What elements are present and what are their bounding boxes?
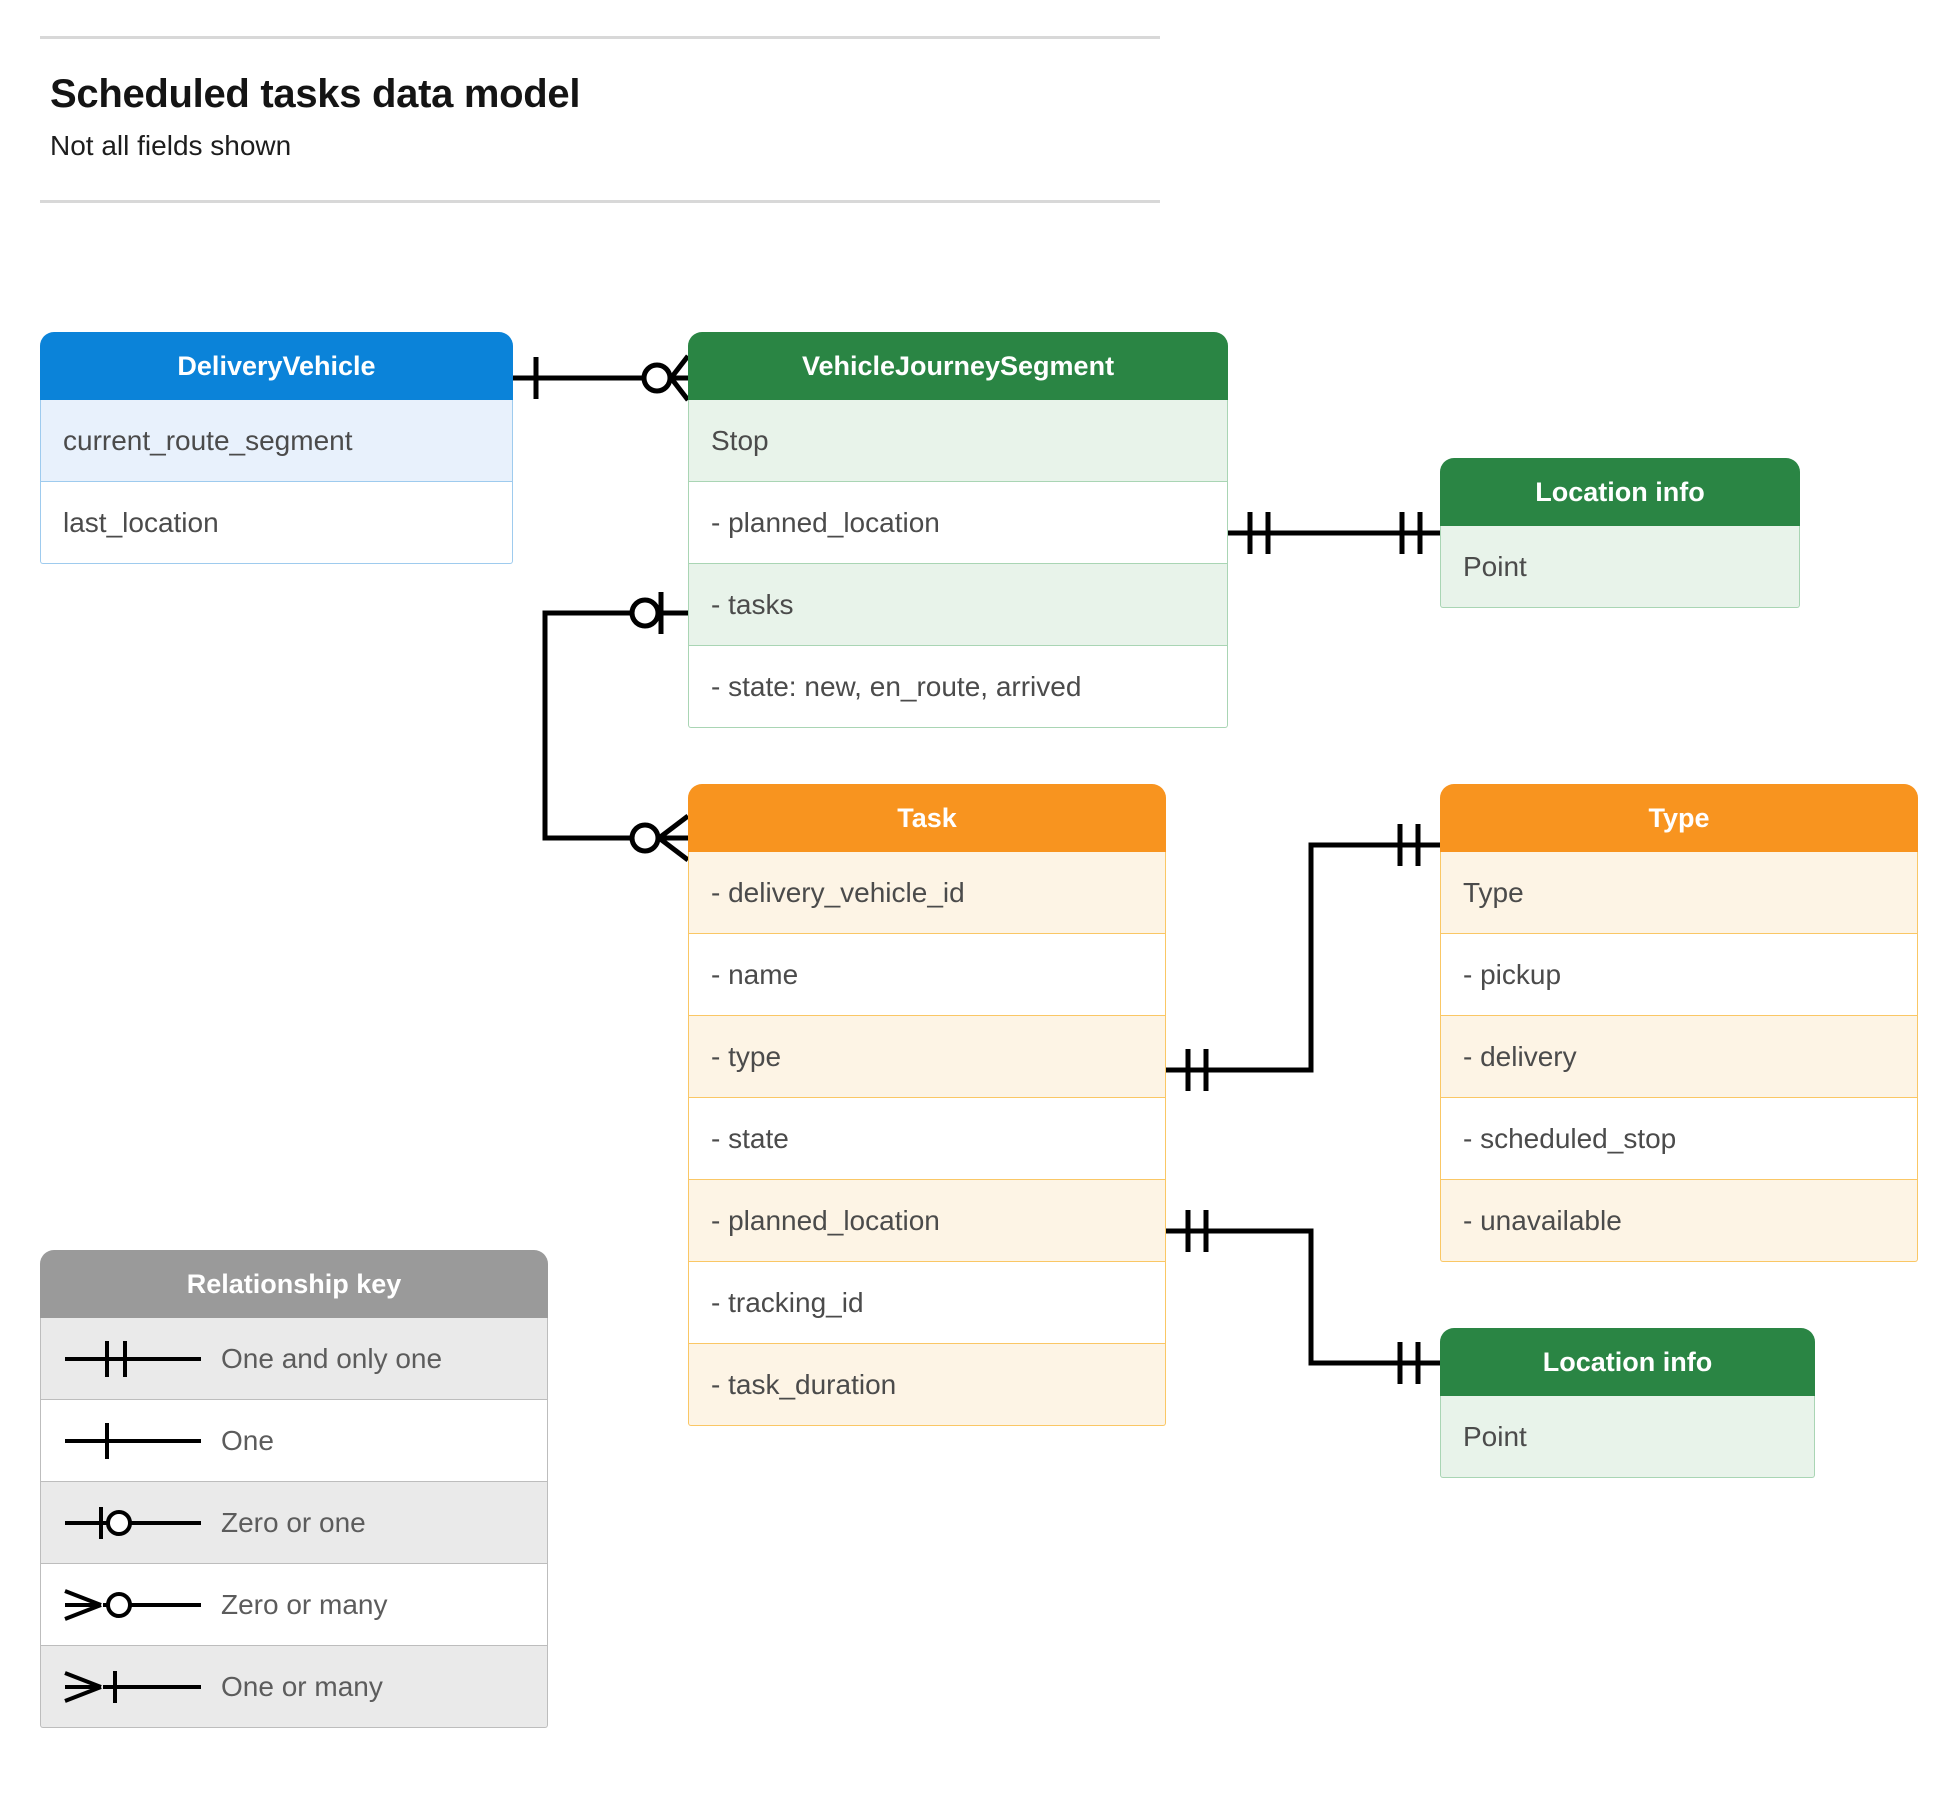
zero-or-one-icon bbox=[65, 1506, 201, 1539]
zero-or-many-icon bbox=[64, 1588, 201, 1621]
entity-row-planned-location: - planned_location bbox=[688, 482, 1228, 564]
header-divider-top bbox=[40, 36, 1160, 39]
legend-label-zero-or-one: Zero or one bbox=[221, 1507, 366, 1538]
one-or-many-icon bbox=[64, 1670, 201, 1703]
legend-item-one-or-many: One or many bbox=[40, 1646, 548, 1728]
legend-item-one-and-only-one: One and only one bbox=[40, 1318, 548, 1400]
connector-task-type bbox=[1166, 842, 1440, 1073]
entity-location-info-bottom[interactable]: Location info Point bbox=[1440, 1328, 1815, 1478]
entity-row-last-location: last_location bbox=[40, 482, 513, 564]
entity-row-point-bottom: Point bbox=[1440, 1396, 1815, 1478]
entity-row-task-duration: - task_duration bbox=[688, 1344, 1166, 1426]
entity-row-unavailable: - unavailable bbox=[1440, 1180, 1918, 1262]
legend-label-one-or-many: One or many bbox=[221, 1671, 383, 1702]
connector-task-locationinfo-bottom bbox=[1166, 1228, 1440, 1366]
entity-row-tracking-id: - tracking_id bbox=[688, 1262, 1166, 1344]
entity-row-state-task: - state bbox=[688, 1098, 1166, 1180]
entity-header-task: Task bbox=[688, 784, 1166, 852]
entity-header-location-info-top: Location info bbox=[1440, 458, 1800, 526]
entity-row-state: - state: new, en_route, arrived bbox=[688, 646, 1228, 728]
notation-zero-circle-tasks bbox=[629, 597, 661, 629]
entity-row-tasks: - tasks bbox=[688, 564, 1228, 646]
entity-row-point-top: Point bbox=[1440, 526, 1800, 608]
entity-row-current-route-segment: current_route_segment bbox=[40, 400, 513, 482]
notation-crow-upper-task bbox=[657, 814, 690, 840]
entity-row-planned-location-task: - planned_location bbox=[688, 1180, 1166, 1262]
entity-row-type-label: Type bbox=[1440, 852, 1918, 934]
entity-row-scheduled-stop: - scheduled_stop bbox=[1440, 1098, 1918, 1180]
legend-item-one: One bbox=[40, 1400, 548, 1482]
one-icon bbox=[65, 1422, 201, 1459]
entity-header-vehicle-journey-segment: VehicleJourneySegment bbox=[688, 332, 1228, 400]
entity-header-delivery-vehicle: DeliveryVehicle bbox=[40, 332, 513, 400]
entity-task[interactable]: Task - delivery_vehicle_id - name - type… bbox=[688, 784, 1166, 1426]
entity-type[interactable]: Type Type - pickup - delivery - schedule… bbox=[1440, 784, 1918, 1262]
legend-header: Relationship key bbox=[40, 1250, 548, 1318]
entity-vehicle-journey-segment[interactable]: VehicleJourneySegment Stop - planned_loc… bbox=[688, 332, 1228, 728]
entity-header-type: Type bbox=[1440, 784, 1918, 852]
legend-label-one-and-only-one: One and only one bbox=[221, 1343, 443, 1374]
entity-row-pickup: - pickup bbox=[1440, 934, 1918, 1016]
connector-vjs-tasks-task bbox=[542, 610, 688, 841]
entity-row-delivery-vehicle-id: - delivery_vehicle_id bbox=[688, 852, 1166, 934]
entity-row-name: - name bbox=[688, 934, 1166, 1016]
entity-row-delivery: - delivery bbox=[1440, 1016, 1918, 1098]
header-divider-bottom bbox=[40, 200, 1160, 203]
notation-crow-upper bbox=[669, 354, 690, 380]
entity-location-info-top[interactable]: Location info Point bbox=[1440, 458, 1800, 608]
notation-zero-circle-task bbox=[629, 822, 661, 854]
entity-row-type: - type bbox=[688, 1016, 1166, 1098]
legend-label-one: One bbox=[221, 1425, 274, 1456]
entity-header-location-info-bottom: Location info bbox=[1440, 1328, 1815, 1396]
notation-crow-lower bbox=[669, 376, 690, 402]
entity-row-stop: Stop bbox=[688, 400, 1228, 482]
entity-delivery-vehicle[interactable]: DeliveryVehicle current_route_segment la… bbox=[40, 332, 513, 564]
notation-zero-circle bbox=[641, 362, 673, 394]
one-and-only-one-icon bbox=[65, 1340, 201, 1377]
legend-item-zero-or-one: Zero or one bbox=[40, 1482, 548, 1564]
legend-label-zero-or-many: Zero or many bbox=[221, 1589, 388, 1620]
page-subtitle: Not all fields shown bbox=[50, 130, 292, 161]
legend-item-zero-or-many: Zero or many bbox=[40, 1564, 548, 1646]
notation-crow-lower-task bbox=[657, 836, 690, 862]
legend-relationship-key[interactable]: Relationship key One and only one One bbox=[40, 1250, 548, 1728]
page-title: Scheduled tasks data model bbox=[50, 72, 581, 116]
